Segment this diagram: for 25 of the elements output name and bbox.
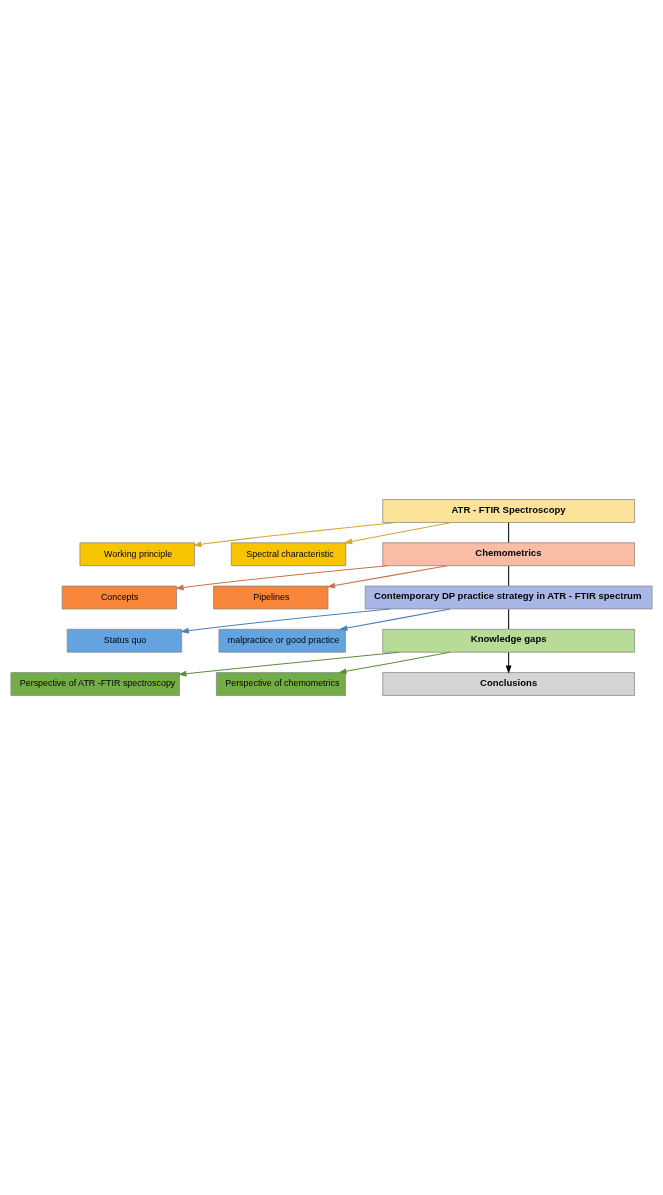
arrow [175, 565, 389, 591]
node-box: Perspective of ATR -FTIR spectroscopy [10, 672, 180, 696]
node-box: Concepts [61, 585, 177, 610]
connector [508, 522, 510, 543]
node-box: Pipelines [213, 585, 329, 610]
arrow [180, 608, 391, 634]
connector [508, 565, 510, 587]
connector [508, 608, 510, 630]
node-box: malpractice or good practice [218, 628, 346, 653]
arrow [193, 521, 398, 548]
arrow [326, 565, 448, 589]
node-box: Conclusions [382, 672, 635, 696]
node-box: Knowledge gaps [382, 628, 635, 653]
node-box: Perspective of chemometrics [216, 672, 346, 696]
arrow [178, 651, 400, 677]
node-box: Status quo [66, 628, 183, 653]
arrow [505, 651, 512, 674]
arrow [343, 522, 453, 545]
node-box: Spectral characteristic [230, 542, 347, 567]
arrow [339, 608, 451, 631]
node-box: ATR - FTIR Spectroscopy [382, 499, 635, 523]
arrow [338, 651, 451, 675]
node-box: Working principle [79, 542, 195, 567]
node-box: Chemometrics [382, 542, 635, 567]
node-box: Contemporary DP practice strategy in ATR - FTIR spectrum [364, 585, 653, 610]
